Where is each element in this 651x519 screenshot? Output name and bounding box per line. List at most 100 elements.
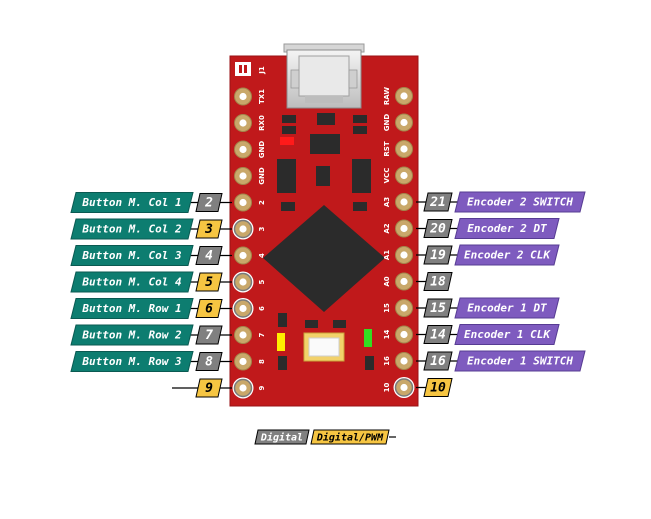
header-pad xyxy=(395,299,413,317)
pin-number: 8 xyxy=(205,355,213,370)
silk-label-left: 3 xyxy=(258,226,266,231)
header-pad xyxy=(232,377,254,399)
header-pad xyxy=(395,113,413,132)
pin-number: 10 xyxy=(430,381,446,396)
led-yellow xyxy=(277,333,285,351)
pin-number: 21 xyxy=(429,195,446,210)
microcontroller-chip xyxy=(263,205,385,312)
left-pin-8: 8 Button M. Row 3 xyxy=(70,351,232,372)
silk-label-right: VCC xyxy=(383,168,391,184)
right-pin-16: 16 Encoder 1 SWITCH xyxy=(416,350,586,372)
pin-function-label: Encoder 2 SWITCH xyxy=(467,196,573,209)
pin-number: 20 xyxy=(429,222,446,237)
pin-function-label: Button M. Row 2 xyxy=(81,329,182,342)
silk-label-left: 2 xyxy=(258,200,266,205)
header-pad xyxy=(395,166,413,185)
right-pin-14: 14 Encoder 1 CLK xyxy=(416,324,560,345)
pin-function-label: Encoder 1 DT xyxy=(467,302,547,315)
header-pad xyxy=(393,377,415,398)
pin-number: 7 xyxy=(205,328,213,343)
silk-label-right: A3 xyxy=(383,197,391,207)
header-pad xyxy=(234,193,252,212)
header-pad xyxy=(395,246,413,264)
legend-item-digital: Digital xyxy=(254,429,310,445)
silk-label-left: TX1 xyxy=(258,89,266,104)
silk-label-right: A1 xyxy=(383,250,391,260)
silk-label-right: A2 xyxy=(383,223,391,233)
silk-label-right: RST xyxy=(383,141,391,156)
header-pad xyxy=(234,87,252,106)
silk-label-right: A0 xyxy=(383,276,391,286)
silk-label-left: 4 xyxy=(258,253,266,258)
pin-number: 6 xyxy=(205,302,213,317)
header-pad xyxy=(234,246,252,265)
pin-function-label: Button M. Row 1 xyxy=(81,302,181,315)
header-pad xyxy=(232,218,254,240)
pin-function-label: Button M. Col 2 xyxy=(81,223,182,236)
usb-connector-icon xyxy=(283,43,365,109)
silk-label-left: 9 xyxy=(258,385,266,390)
pin-number: 4 xyxy=(205,249,213,264)
left-pin-6: 6 Button M. Row 1 xyxy=(70,298,232,319)
right-pin-18: 18 xyxy=(416,272,453,291)
pin-function-label: Button M. Row 3 xyxy=(81,355,182,368)
pin-number: 3 xyxy=(204,222,213,237)
header-pad xyxy=(395,272,413,291)
pin-function-label: Encoder 2 DT xyxy=(467,222,547,235)
silkscreen-labels: J1TX1RX0GNDGND23456789RAWGNDRSTVCCA3A2A1… xyxy=(258,66,391,392)
pin-number: 9 xyxy=(205,381,213,396)
led-red xyxy=(280,137,294,145)
pin-number: 15 xyxy=(430,301,446,316)
header-pad xyxy=(234,352,252,371)
silk-label-left: J1 xyxy=(258,66,266,75)
silk-label-right: 16 xyxy=(383,356,391,366)
left-pin-9: 9 xyxy=(172,378,232,398)
pin-number: 18 xyxy=(430,275,446,290)
pin-function-label: Button M. Col 1 xyxy=(81,196,181,209)
silk-label-left: RX0 xyxy=(258,115,266,131)
pin-number: 14 xyxy=(430,328,446,343)
pin-function-label: Encoder 1 SWITCH xyxy=(467,355,573,368)
header-pad xyxy=(395,87,413,105)
header-pad xyxy=(395,140,413,158)
silk-label-left: GND xyxy=(258,167,266,185)
silk-label-right: GND xyxy=(383,114,391,132)
silk-label-left: 6 xyxy=(258,306,266,311)
silk-label-right: 14 xyxy=(383,330,391,340)
header-pad xyxy=(395,325,413,344)
right-pin-20: 20 Encoder 2 DT xyxy=(416,218,560,239)
pin-function-label: Encoder 1 CLK xyxy=(464,328,551,341)
header-pad xyxy=(395,352,413,370)
pin-number: 16 xyxy=(430,354,446,369)
pin-number: 5 xyxy=(205,275,213,290)
led-green xyxy=(364,329,372,347)
silk-label-right: 15 xyxy=(383,303,391,313)
silk-label-right: RAW xyxy=(383,87,391,105)
pin-function-label: Button M. Col 4 xyxy=(81,276,182,289)
header-pad xyxy=(395,219,413,238)
smd-components xyxy=(277,113,374,370)
pin-function-label: Button M. Col 3 xyxy=(81,249,182,262)
right-pin-15: 15 Encoder 1 DT xyxy=(416,297,560,319)
header-pad xyxy=(232,271,254,293)
legend-item-pwm: Digital/PWM xyxy=(310,429,390,445)
pin-number: 19 xyxy=(430,248,446,263)
right-pin-10: 10 xyxy=(416,378,453,397)
jumper-j1 xyxy=(235,62,251,76)
header-pad xyxy=(232,298,254,319)
silk-label-left: GND xyxy=(258,141,266,159)
legend-label: Digital xyxy=(260,432,303,444)
header-pad xyxy=(395,193,413,211)
left-pin-4: 4 Button M. Col 3 xyxy=(70,245,232,266)
header-pad xyxy=(234,114,252,132)
header-pads xyxy=(232,87,415,399)
header-pad xyxy=(234,167,252,185)
left-pin-3: 3 Button M. Col 2 xyxy=(70,218,232,240)
header-pad xyxy=(234,326,252,344)
legend-label: Digital/PWM xyxy=(316,432,384,444)
header-pad xyxy=(234,140,252,159)
